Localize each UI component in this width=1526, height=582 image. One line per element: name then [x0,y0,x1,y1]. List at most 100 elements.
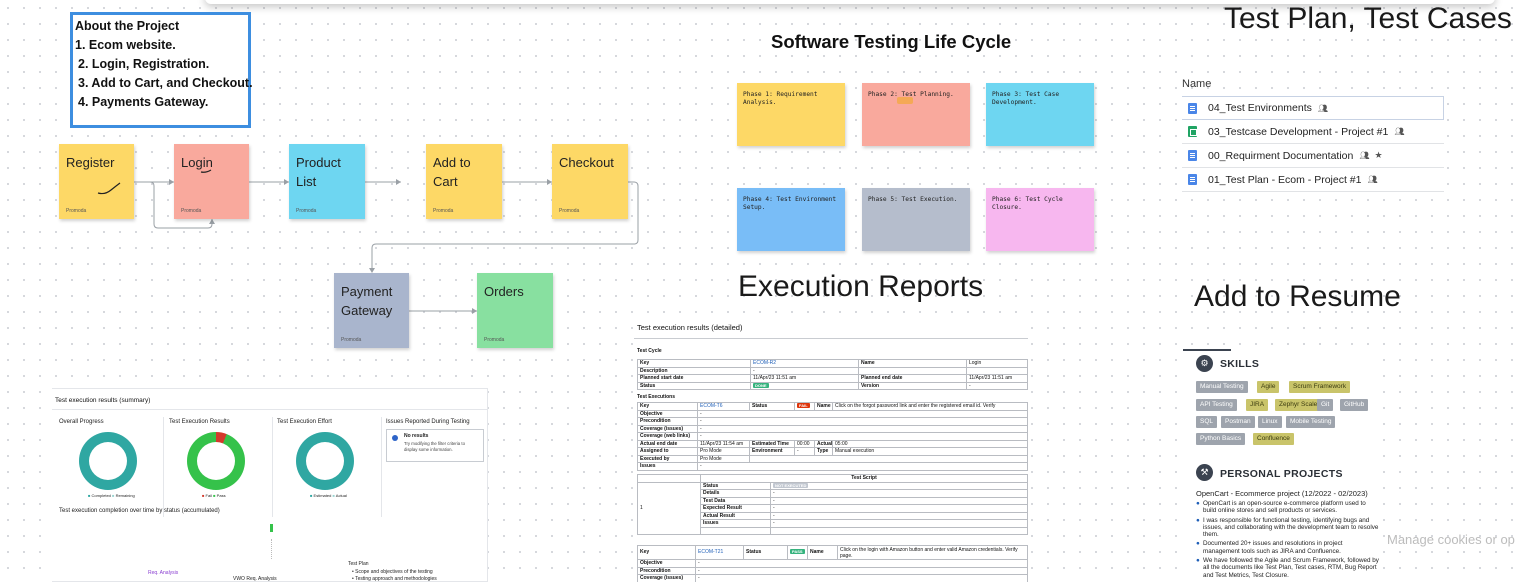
plan-bullet: • Testing approach and methodologies [352,576,437,582]
login-note[interactable]: Login Promoda [174,144,249,219]
detailed-report[interactable]: Test execution results (detailed) Test C… [634,318,1028,582]
execution-reports-title: Execution Reports [738,270,984,303]
skill-chip: API Testing [1196,399,1237,411]
note-label: Orders [484,284,524,299]
register-note[interactable]: Register Promoda [59,144,134,219]
phase-note[interactable]: Phase 4: Test Environment Setup. [737,188,845,251]
note-author: Promoda [559,208,580,214]
phase-note[interactable]: Phase 1: Requirement Analysis. [737,83,845,146]
skills-title: SKILLS [1220,358,1260,370]
shared-icon: 👥︎ [1317,103,1329,113]
note-author: Promoda [341,337,362,343]
add-to-cart-note[interactable]: Add to Cart Promoda [426,144,502,219]
phase-note[interactable]: Phase 6: Test Cycle Closure. [986,188,1094,251]
google-doc-icon [1188,150,1197,161]
divider [634,338,1028,339]
no-results-box: No results Try modifying the filter crit… [386,429,484,462]
phase-note[interactable]: Phase 3: Test Case Development. [986,83,1094,146]
skill-chip: Agile [1257,381,1280,393]
projects-title: PERSONAL PROJECTS [1220,468,1343,480]
donut-legend: ■ Estimated ■ Actual [310,493,347,498]
checkout-note[interactable]: Checkout Promoda [552,144,628,219]
divider [52,409,488,410]
star-icon[interactable]: ★ [1374,150,1383,160]
divider [272,417,273,517]
completion-bar [270,524,273,532]
pen-scribble [97,182,121,195]
project-bullets: ●OpenCart is an open-source e-commerce p… [1196,500,1380,579]
note-label: Add to Cart [433,155,471,189]
test-cycle-header: Test Cycle [637,348,662,354]
drive-file-row[interactable]: 03_Testcase Development - Project #1 👥︎ [1182,120,1444,144]
payment-gateway-note[interactable]: Payment Gateway Promoda [334,273,409,348]
execution-results-label: Test Execution Results [169,419,230,425]
stlc-title: Software Testing Life Cycle [771,31,1012,52]
skill-chip: JIRA [1246,399,1269,411]
orders-note[interactable]: Orders Promoda [477,273,553,348]
skill-chip: Mobile Testing [1286,416,1336,428]
req-analysis-link[interactable]: Req. Analysis [148,570,179,576]
test-executions-header: Test Executions [637,394,675,400]
project-bullet: ●Documented 20+ issues and resolutions i… [1196,540,1343,555]
file-name: 01_Test Plan - Ecom - Project #1 [1208,173,1362,186]
divider [163,417,164,517]
phase-label: Phase 1: Requirement Analysis. [743,91,818,106]
shared-icon: 👥︎ [1359,151,1370,160]
add-to-resume-title: Add to Resume [1194,280,1401,313]
projects-icon: ⚒ [1196,464,1213,481]
phase-label: Phase 2: Test Planning. [868,91,954,98]
note-label: Register [66,155,115,170]
skill-chip: Linux [1258,416,1282,428]
plan-bullet: • Scope and objectives of the testing [352,569,433,575]
phase-note[interactable]: Phase 5: Test Execution. [862,188,970,251]
google-doc-icon [1188,174,1197,185]
phase-label: Phase 3: Test Case Development. [992,91,1060,106]
note-author: Promoda [296,208,317,214]
highlight-mark [897,97,913,104]
execution-effort-donut: 02:30 [296,432,354,490]
project-bullet: ●We have followed the Agile and Scrum Fr… [1196,557,1379,579]
google-sheet-icon [1188,126,1197,137]
google-doc-icon [1188,102,1197,114]
pass-status-badge: PASS [790,549,805,555]
shared-icon: 👥︎ [1394,127,1405,136]
donut-legend: ■ Completed ■ Remaining [88,493,135,498]
donut-legend: ■ Fail ■ Pass [202,493,226,498]
overall-progress-donut: 27 [79,432,137,490]
top-toolbar-edge [205,0,1495,4]
done-status-badge: DONE [753,382,769,388]
drive-file-row[interactable]: 04_Test Environments 👥︎ [1182,96,1444,120]
test-plan-label: Test Plan [348,561,369,567]
phase-label: Phase 4: Test Environment Setup. [743,196,837,211]
execution-results-donut: 26 [187,432,245,490]
skill-chip: SQL [1196,416,1218,428]
section-rule [1183,349,1231,351]
info-icon [392,435,398,441]
product-list-note[interactable]: Product List Promoda [289,144,365,219]
phase-note[interactable]: Phase 2: Test Planning. [862,83,970,146]
drive-column-header: Name [1182,78,1212,90]
note-label: Product List [296,155,341,189]
project-title: OpenCart - Ecommerce project (12/2022 - … [1196,489,1368,498]
manage-cookies-link[interactable]: Manage cookies or op [1387,532,1515,547]
completion-chart-title: Test execution completion over time by s… [59,508,220,514]
drive-file-row[interactable]: 01_Test Plan - Ecom - Project #1 👥︎ [1182,168,1444,192]
about-project-box[interactable]: About the Project 1. Ecom website. 2. Lo… [70,12,253,128]
skill-chip: Postman [1221,416,1255,428]
execution-effort-label: Test Execution Effort [277,419,332,425]
project-bullet: ●I was responsible for functional testin… [1196,516,1379,539]
pen-scribble [200,169,212,173]
divider [381,417,382,517]
vwo-req-label: VWO Req. Analysis [233,576,277,582]
no-results-title: No results [404,433,429,439]
note-author: Promoda [66,208,87,214]
about-title: About the Project [75,19,180,33]
issues-reported-label: Issues Reported During Testing [386,419,470,425]
resume-snippet[interactable]: ⚙ SKILLS Manual Testing Agile Scrum Fram… [1183,349,1383,582]
overall-progress-label: Overall Progress [59,419,104,425]
summary-report[interactable]: Test execution results (summary) Overall… [52,388,488,582]
phase-label: Phase 5: Test Execution. [868,196,958,203]
drive-file-row[interactable]: 00_Requirment Documentation 👥︎ ★ [1182,144,1444,168]
